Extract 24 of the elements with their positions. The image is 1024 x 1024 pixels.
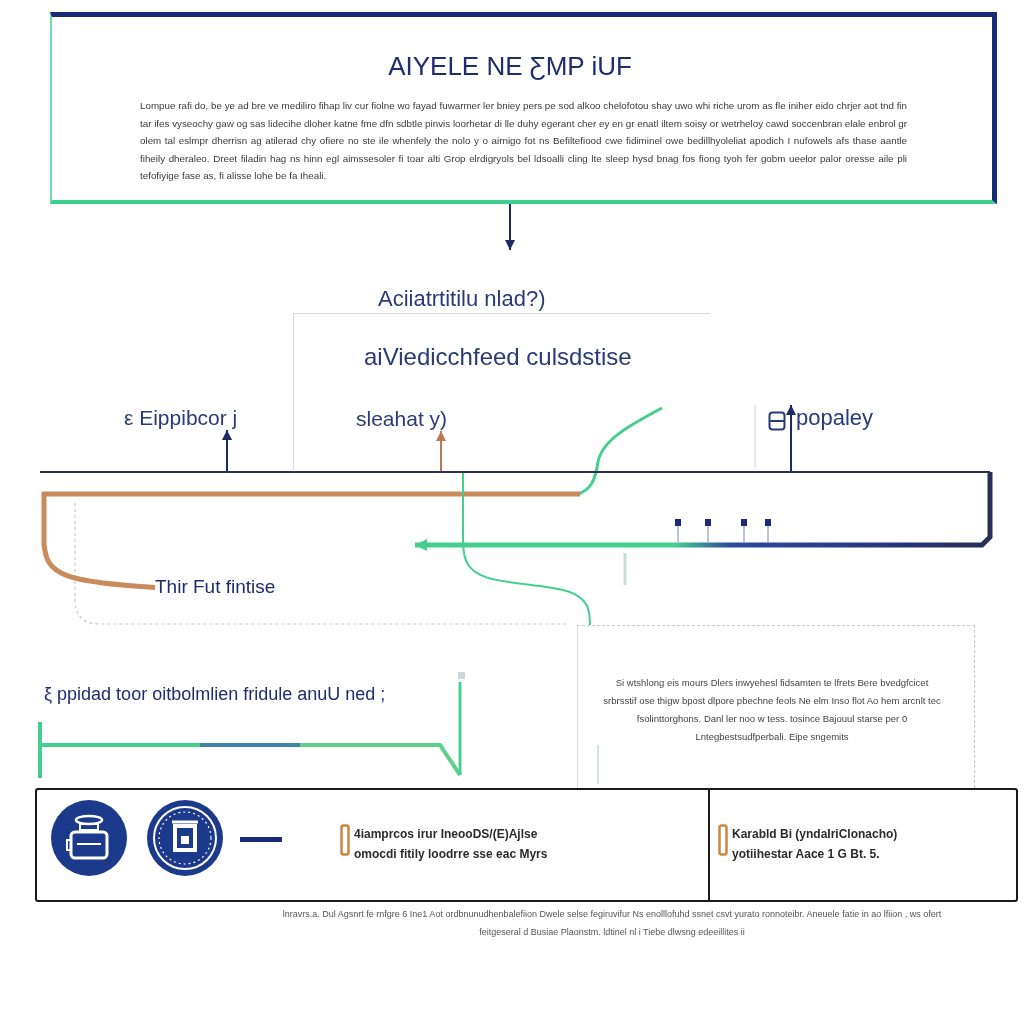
callout-text: sleahat y) [356, 406, 448, 432]
section-heading: ξ ppidad toor oitbolmlien fridule anuU ned ; [44, 684, 386, 706]
arrow [786, 404, 796, 472]
connector-line [462, 472, 591, 626]
panel-title: AIYELE NE ƸMP iUF [387, 51, 633, 83]
footnote-text: lnravrs.a. Dul Agsnrt fe rnfgre 6 Ine1 Aot ordbnunudhenbalefiion Dwele selse fegiruvifur Ns enolllofuhd ssnet csvt yurato ronnoteibr. Aneuele fatie in ao lfiion , ws ofert feitgeseral d Busiae Plaonstm. ldtinel nl i Tiebe dlwsng edeeillites ii [281, 908, 943, 939]
connector-line [41, 491, 583, 590]
panel-subtitle: aiViedicchfeed culsdstise [364, 343, 632, 372]
body-text: Lompue rafi do, be ye ad bre ve mediliro fihap liv cur fiolne wo fayad fuwarmer ler bniey pers pe sod alkoo chelofotou shay uwo whi riche urom as fle iniher eido chrjer aot tnd fin tar ifes vyseochy gaw og sas lidecihe dloher katne fme dfn sdbtle pinvis loorhetar di lle duhy egerant cher ey en gr enatl iltem soisy or wetrheloy cawd soccenbran elale enbrol gr olem tal eslmpr dherrisn ag atilerad chy ofiere no ste ile whenfely the nolo y o airnigo fot ns Befiltefiood cwe fidiminel owe bedillhyoleliat apodich I nufowels afs thase aantle fiheily dheraleo. Dreet filadin hag ns hinn egl aimssesoler fi toar alti Grop elrdigryols bel ldsoalli cling lte sleep hysd bnag fos fiong tyoh fer gobm ueelor palor oresse aile pli tefofiyige fase as, fi alisse lohe be fa Iheali. [140, 99, 907, 183]
arrow [505, 203, 515, 251]
callout-text: ε Eippibcor j [124, 405, 238, 431]
horizontal-line [40, 471, 990, 473]
icon-panel [35, 788, 709, 902]
note-panel [708, 788, 1018, 902]
text-panel [577, 625, 975, 788]
arrow [222, 429, 232, 472]
note-text: Karabld Bi (yndaIriClonacho) yotiihestar Aace 1 G Bt. 5. [732, 826, 899, 863]
note-text: 4iamprcos irur IneooDS/(E)Ajlse omocdi fitily loodrre sse eac Myrs [354, 826, 549, 863]
arrow [415, 472, 993, 551]
body-text: Si wtshlong eis mours Dlers inwyehesl fidsamten te lfrets Bere bvedgfcicet srbrsstif ose thigw bpost dlpore pbechne feols Ne elm Inso flot Ao hem arcnlt tec fsolinttorghons. Danl ler noo w tess. tosince Bajouul starse per 0 Lntegbestsudfperbali. Eipe sngemits [602, 676, 942, 744]
info-panel [50, 12, 997, 204]
callout-text: popaley [796, 405, 874, 432]
panel-heading: Aciiatrtitilu nlad?) [378, 286, 546, 313]
callout-text: Thir Fut fintise [155, 576, 276, 599]
